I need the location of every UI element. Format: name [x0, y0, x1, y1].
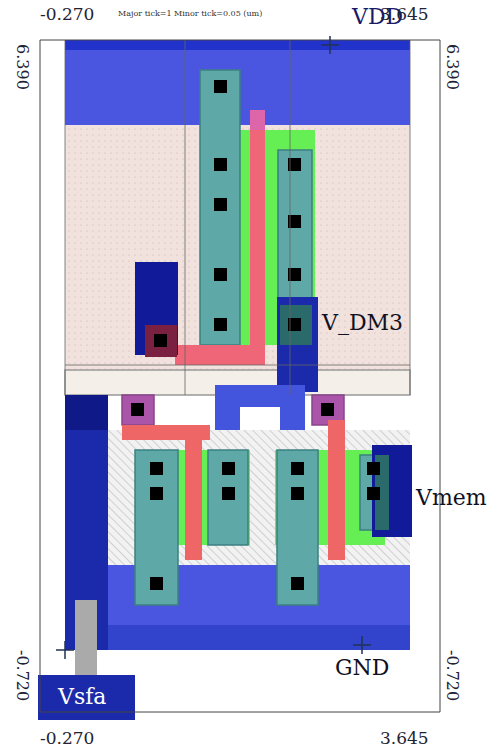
contact-column — [208, 450, 248, 545]
vsfa-pin — [38, 675, 135, 720]
poly-wire — [122, 425, 210, 440]
ruler-value: -0.270 — [40, 6, 94, 23]
vdm3-metal — [277, 297, 318, 392]
ruler-value: 6.390 — [444, 44, 460, 90]
poly-gate — [250, 110, 265, 365]
contact-cut — [214, 318, 227, 331]
contact-cut — [150, 577, 163, 590]
contact-cut — [214, 268, 227, 281]
ruler-value: 3.645 — [380, 6, 429, 23]
gnd-metal — [65, 565, 410, 650]
contact-column — [200, 70, 240, 345]
contact-cut — [214, 158, 227, 171]
poly-gate — [185, 440, 202, 560]
grid-line — [290, 40, 291, 395]
metal-bridge — [215, 385, 305, 407]
pin-name: V_DM3 — [322, 312, 403, 334]
cross-mark — [353, 636, 371, 654]
via — [280, 305, 312, 345]
cross-mark — [56, 641, 74, 659]
grid-line — [65, 365, 410, 366]
n-active-region — [65, 430, 410, 565]
grid-line — [410, 40, 411, 395]
scale-note: Major tick=1 Minor tick=0.05 (um) — [118, 10, 262, 18]
layout-shapes — [38, 40, 412, 720]
poly-wire — [175, 345, 265, 365]
pin-name: Vsfa — [58, 686, 106, 708]
contact-cut — [222, 487, 235, 500]
ruler-line — [40, 712, 440, 713]
contacts — [131, 80, 380, 590]
pin-name: GND — [335, 657, 389, 679]
contact-column — [277, 450, 318, 605]
contact-cut — [367, 487, 380, 500]
ruler-value: 6.390 — [14, 44, 30, 90]
contact-cut — [150, 487, 163, 500]
vsfa-metal-top — [65, 395, 108, 430]
contact-cut — [214, 80, 227, 93]
contact-cut — [291, 577, 304, 590]
contact-cut — [321, 403, 334, 416]
poly-gate — [328, 420, 345, 560]
cross-mark — [321, 36, 339, 54]
grid-line — [65, 40, 66, 395]
poly-gate-end — [250, 110, 265, 130]
ruler-value: -0.720 — [444, 650, 460, 701]
ruler-frame — [40, 40, 440, 712]
ruler-value: -0.720 — [14, 650, 30, 701]
ruler-line — [40, 40, 440, 41]
contact-cut — [291, 462, 304, 475]
pin-name: Vmem — [416, 487, 487, 509]
contact-cut — [214, 198, 227, 211]
contact-cut — [222, 462, 235, 475]
contact-cut — [367, 462, 380, 475]
contact-cut — [291, 487, 304, 500]
ruler-value: -0.270 — [40, 730, 94, 747]
gnd-metal-edge — [65, 625, 410, 650]
contact-cut — [131, 403, 144, 416]
contact-cut — [150, 462, 163, 475]
contact-column — [278, 150, 312, 345]
ruler-line — [40, 40, 41, 712]
contact-cut — [154, 334, 167, 347]
poly-contact — [122, 395, 154, 425]
poly-contact — [145, 325, 177, 357]
grid-line — [185, 40, 186, 395]
ruler-value: 3.645 — [380, 730, 429, 747]
ruler-line — [440, 40, 441, 712]
vdd-metal-edge — [65, 40, 410, 50]
origin-marks — [56, 36, 371, 659]
cell-grid — [65, 40, 410, 395]
contact-column — [135, 450, 178, 605]
